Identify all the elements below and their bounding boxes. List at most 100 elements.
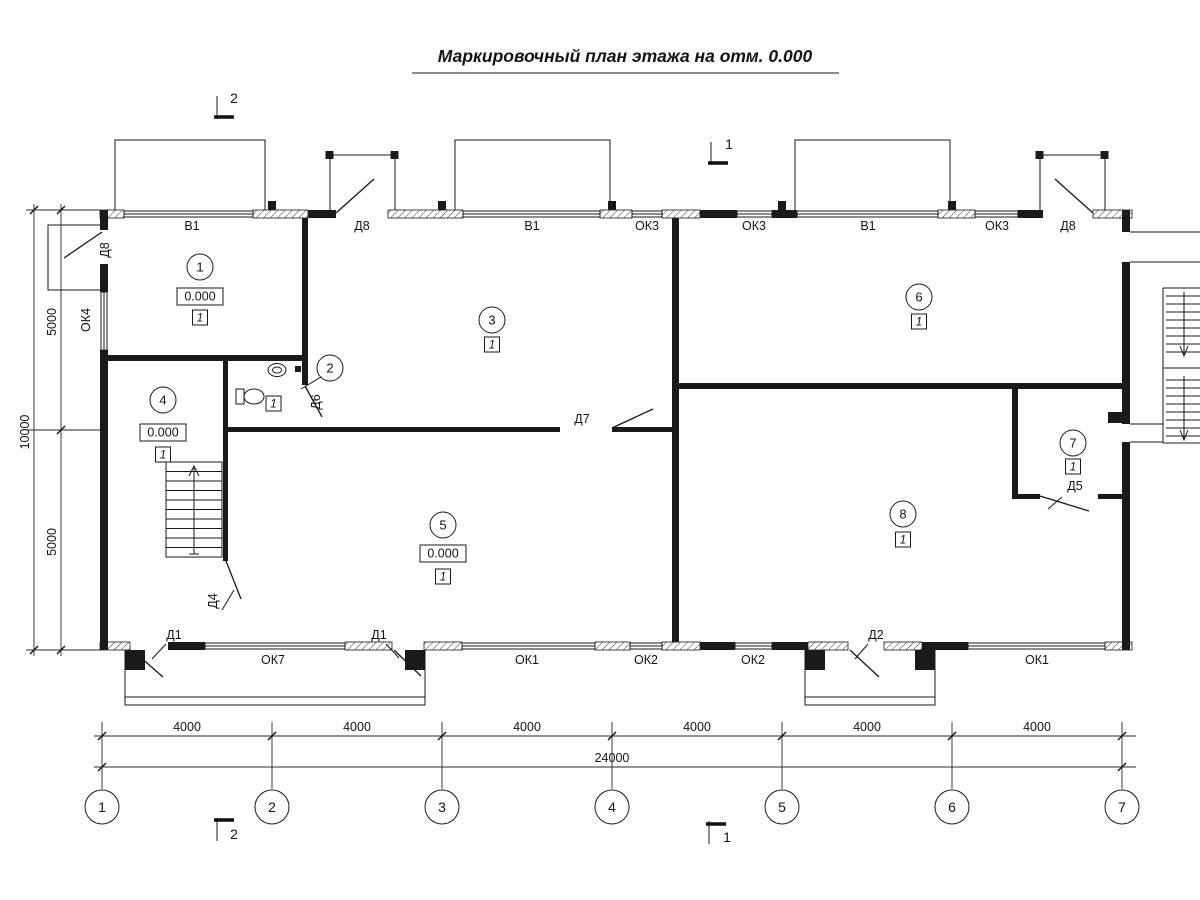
dim-value: 5000 [45,528,59,556]
axis-pilaster [438,201,446,210]
room-type-box [435,568,451,585]
wall-pier-hatched [387,209,464,219]
dim-total: 24000 [595,751,630,765]
wall-segment [302,218,308,385]
wall-segment [1098,494,1122,499]
room-type: 1 [900,535,906,547]
room-type-box [265,395,282,412]
elevation-box [176,287,224,306]
room-type-box [192,309,208,326]
canopy-outline [794,139,951,210]
window-label: ОК3 [635,219,659,233]
room-marks: 1 0.000 1 2 1 3 1 4 0.000 1 5 0.000 1 6 … [139,253,1087,585]
wall-segment [223,361,228,561]
door-label: Д5 [1067,479,1082,493]
opening-labels: Д8 В1 Д8 В1 ОК3 ОК3 В1 ОК3 Д8 ОК4 Д1 ОК7… [79,219,1083,667]
axis-pilaster [948,201,956,210]
dim-tick [97,731,107,741]
stair-direction-arrow [1179,345,1189,358]
door-leaves [63,178,1094,678]
stairs-main [165,461,223,558]
dim-tick [267,731,277,741]
toilet-bowl [243,388,265,405]
porch-pier [805,650,825,670]
valve-mark [295,366,301,372]
room-type-box [155,446,171,463]
leader-d2 [854,643,869,660]
stair-direction-arrow [1179,429,1189,442]
porches [124,650,936,706]
axis-bubble [254,789,290,825]
left-porch-outline [47,224,100,291]
wall-segment [308,210,336,218]
door-leaf-d5 [1039,495,1090,512]
window-label: ОК3 [985,219,1009,233]
window-label: ОК2 [634,653,658,667]
wall-segment [772,210,797,218]
interior-walls [108,218,1122,642]
canopy-outline [329,154,396,210]
leader-room2 [300,376,322,390]
room-type: 1 [160,450,166,462]
room-type-box [895,531,911,548]
wall-segment [1018,210,1043,218]
axis-number: 7 [1118,799,1126,815]
column-mark [1100,151,1109,159]
sanitary-fixtures [235,363,301,405]
wall-segment [612,427,675,432]
elevation-box [419,544,467,563]
wall-segment [168,642,205,650]
dimensions-bottom: 4000 4000 4000 4000 4000 4000 24000 [94,720,1136,789]
room-number-bubble [889,500,917,528]
toilet-tank [235,388,245,405]
axis-pilaster [268,201,276,210]
door-label: Д1 [371,628,386,642]
elevation-value: 0.000 [184,290,215,304]
room-number-bubble [186,253,214,281]
room-type-box [1065,458,1081,475]
wall-segment [1122,210,1130,232]
door-label: Д6 [309,394,323,409]
dim-value: 4000 [343,720,371,734]
canopy-outline [114,139,266,210]
axis-number: 2 [268,799,276,815]
dim-tick [29,645,39,655]
room-type: 1 [489,340,495,352]
window-label: ОК1 [1025,653,1049,667]
canopy-outline [454,139,611,210]
wall-segment [100,264,108,292]
wall-pier-hatched [594,641,631,651]
room-number: 4 [159,393,166,408]
column-mark [1035,151,1044,159]
axis-bubble [764,789,800,825]
top-projections [47,139,1200,291]
wall-segment [672,218,679,642]
axis-number: 6 [948,799,956,815]
stair-direction-arrow [188,464,200,477]
dimensions-left: 5000 5000 10000 [18,204,100,656]
wall-segment [223,427,560,432]
axis-bubble [594,789,630,825]
window-label: В1 [524,219,539,233]
window-label: ОК2 [741,653,765,667]
wall-segment [772,642,808,650]
elevation-value: 0.000 [147,426,178,440]
wall-segment [108,355,308,361]
porch-outline [804,650,936,706]
dim-value: 4000 [513,720,541,734]
room-type-box [484,336,500,353]
door-leaf-d7 [611,408,654,429]
room-type: 1 [916,317,922,329]
leader-d4 [221,589,235,611]
section-number: 1 [723,829,731,845]
wall-segment [100,210,108,230]
porch-pier [125,650,145,670]
door-leaf-d6 [304,385,323,418]
room-type: 1 [1070,462,1076,474]
wall-segment [1012,389,1018,494]
section-number: 2 [230,90,238,106]
washbasin-drain [272,366,282,374]
dim-tick [56,425,66,435]
window-label: ОК1 [515,653,539,667]
